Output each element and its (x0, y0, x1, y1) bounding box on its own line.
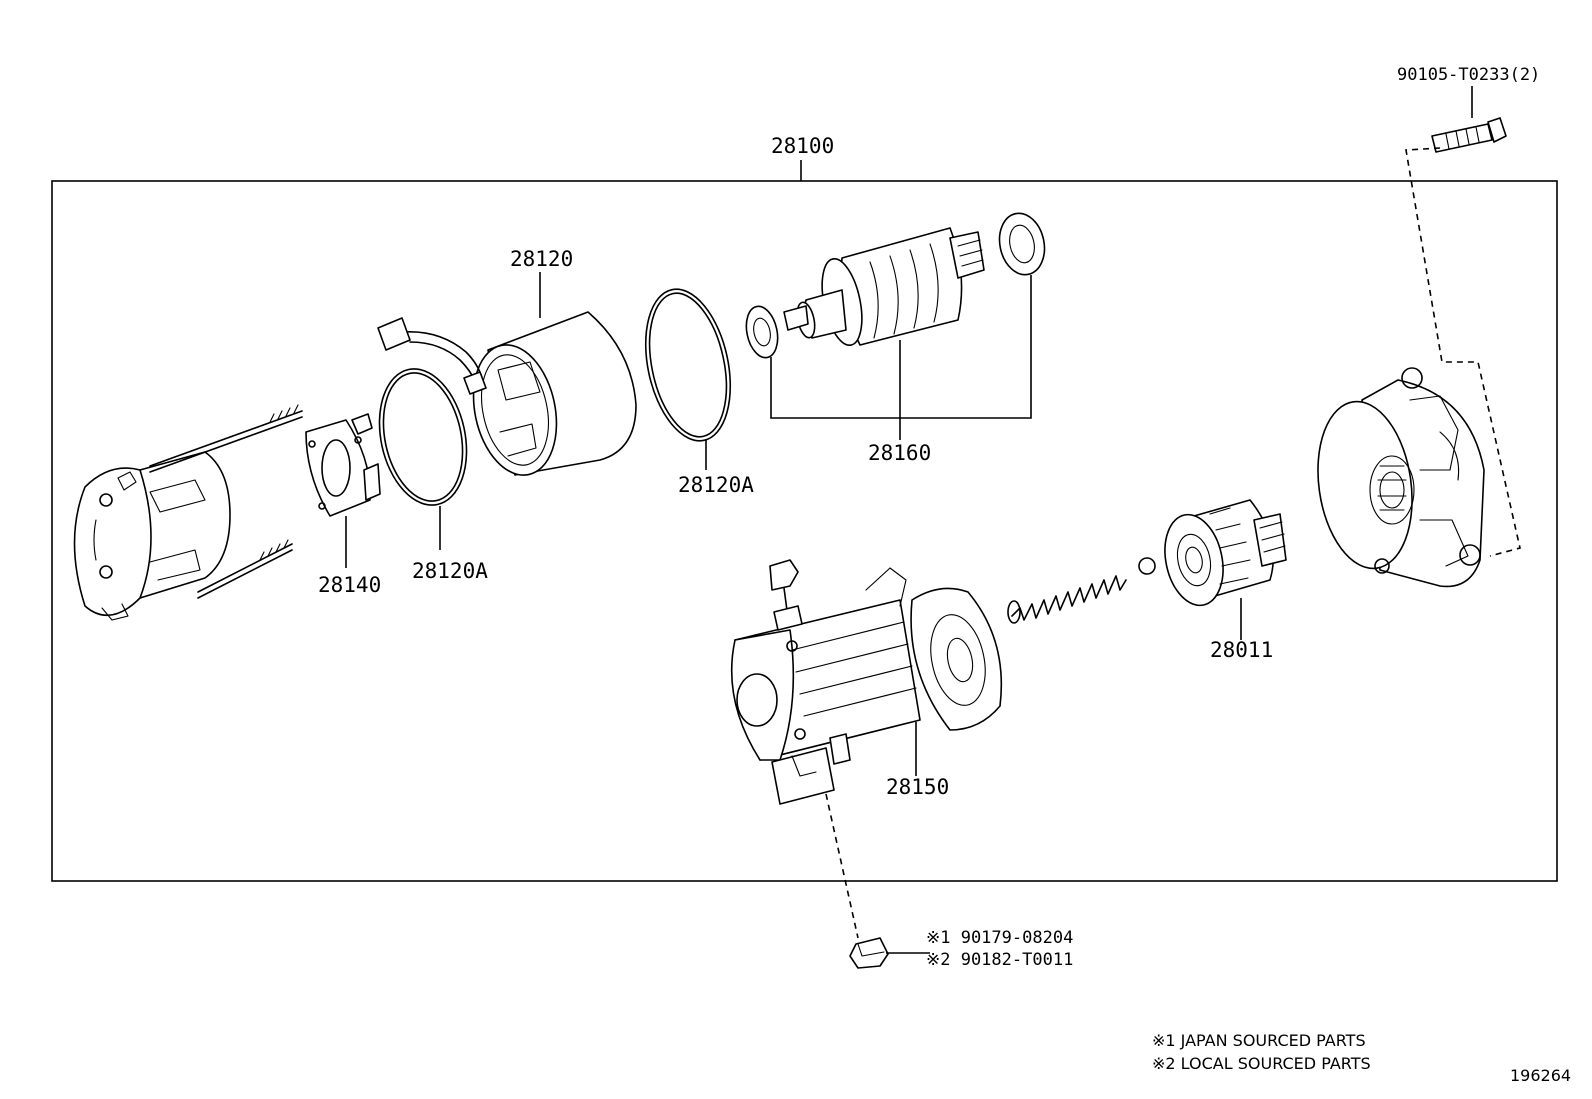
magnetic-switch (730, 559, 1003, 805)
steel-ball (1138, 557, 1156, 575)
label-assembly: 28100 (771, 134, 834, 158)
through-bolts (149, 404, 303, 599)
armature (783, 227, 985, 347)
note-japan-sourced: ※1 JAPAN SOURCED PARTS (1152, 1031, 1366, 1050)
field-coil-yoke (377, 311, 637, 476)
label-o-ring-left: 28120A (412, 559, 488, 583)
starter-clutch (1164, 499, 1287, 607)
assembly-frame (51, 180, 1558, 882)
mounting-bolt (1431, 117, 1507, 153)
note-local-sourced: ※2 LOCAL SOURCED PARTS (1152, 1054, 1371, 1073)
bearing-small (745, 305, 779, 359)
bearing-large (998, 212, 1046, 276)
o-ring-left (378, 368, 468, 506)
label-field-coil: 28120 (510, 247, 573, 271)
label-clutch: 28011 (1210, 638, 1273, 662)
label-magnetic-switch: 28150 (886, 775, 949, 799)
label-bolt: 90105-T0233(2) (1397, 65, 1540, 85)
drive-spring (1007, 575, 1127, 624)
label-o-ring-right: 28120A (678, 473, 754, 497)
drive-housing (1317, 367, 1485, 588)
brush-holder (305, 413, 381, 517)
label-brush-holder: 28140 (318, 573, 381, 597)
o-ring-right (644, 288, 732, 442)
label-nut-local: ※2 90182-T0011 (926, 950, 1073, 970)
terminal-nut (849, 937, 889, 969)
figure-id: 196264 (1510, 1066, 1571, 1085)
commutator-end-frame (73, 451, 231, 621)
label-nut-japan: ※1 90179-08204 (926, 928, 1073, 948)
label-armature: 28160 (868, 441, 931, 465)
